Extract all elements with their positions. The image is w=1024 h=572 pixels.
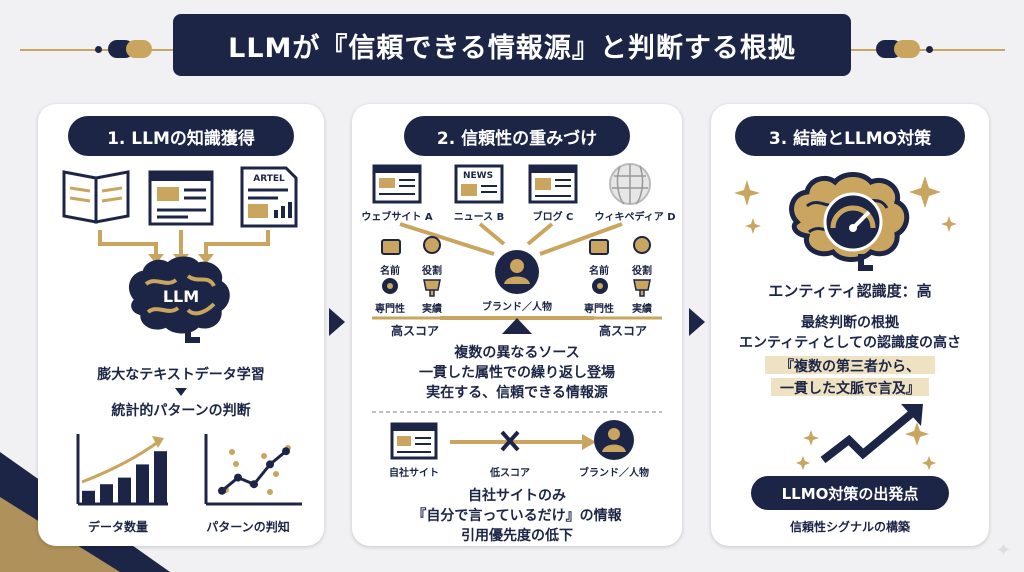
bar bbox=[118, 477, 131, 504]
attribute-icons-left bbox=[381, 236, 441, 297]
bar-chart-icon bbox=[76, 434, 168, 506]
panel3-graphics bbox=[734, 172, 957, 470]
brand-person-icon bbox=[495, 250, 539, 294]
scatter-point bbox=[282, 447, 290, 456]
scatter-point bbox=[218, 486, 226, 495]
source-c-label: ブログ C bbox=[532, 212, 574, 223]
attr-right-name: 名前 bbox=[589, 266, 609, 277]
webpage-icon bbox=[148, 170, 214, 226]
panel3-line3: 『複数の第三者から、 bbox=[780, 359, 920, 375]
trend-line bbox=[81, 440, 159, 484]
score-left: 高スコア bbox=[390, 324, 439, 338]
chevron-right-icon bbox=[329, 308, 345, 336]
title-line-right bbox=[845, 49, 1005, 51]
panel1-graphics bbox=[62, 166, 302, 506]
book-icon bbox=[62, 170, 130, 224]
panel2-line1: 複数の異なるソース bbox=[454, 345, 580, 361]
down-triangle bbox=[175, 388, 187, 396]
scatter-dot bbox=[229, 449, 235, 455]
attr-right-role: 役割 bbox=[632, 266, 652, 277]
brain-icon bbox=[128, 256, 230, 343]
attr-left-expertise: 専門性 bbox=[375, 304, 405, 315]
source-a-label: ウェブサイト A bbox=[361, 212, 433, 223]
news-label: NEWS bbox=[463, 171, 494, 181]
scatter-chart-icon bbox=[204, 434, 302, 506]
bar bbox=[100, 484, 113, 504]
chart1-label: データ数量 bbox=[87, 520, 148, 534]
website-icon bbox=[372, 164, 422, 204]
panel3-footer: 信頼性シグナルの構築 bbox=[789, 520, 910, 534]
scatter-point bbox=[250, 480, 258, 489]
blog-icon bbox=[528, 164, 578, 204]
panel-knowledge: 1. LLMの知識獲得 bbox=[38, 104, 324, 546]
balance-scale-icon bbox=[372, 316, 662, 334]
page-title: LLMが『信頼できる情報源』と判断する根拠 bbox=[173, 14, 851, 76]
entity-recognition: エンティティ認識度：高 bbox=[768, 282, 932, 300]
attr-left-name: 名前 bbox=[380, 266, 400, 277]
source-b-label: ニュース B bbox=[453, 212, 505, 223]
own-site-icon bbox=[390, 422, 438, 460]
panel2-bottom2: 『自分で言っているだけ』の情報 bbox=[412, 508, 622, 524]
article-icon bbox=[240, 166, 298, 228]
panel-weighting: 2. 信頼性の重みづけ bbox=[352, 104, 682, 546]
arrows-to-brand bbox=[399, 222, 623, 256]
panel2-bottom1: 自社サイトのみ bbox=[468, 488, 566, 504]
panel-conclusion: 3. 結論とLLMO対策 bbox=[711, 104, 989, 546]
panel2-heading: 2. 信頼性の重みづけ bbox=[404, 116, 630, 156]
panel1-heading: 1. LLMの知識獲得 bbox=[68, 116, 294, 156]
brain-label: LLM bbox=[162, 287, 200, 306]
attr-right-expertise: 専門性 bbox=[584, 304, 614, 315]
bar bbox=[136, 464, 149, 504]
panel2-bottom3: 引用優先度の低下 bbox=[461, 528, 573, 544]
scatter-dot bbox=[273, 471, 279, 477]
scatter-point bbox=[234, 473, 242, 482]
scatter-dot bbox=[267, 489, 273, 495]
low-score-arrow bbox=[450, 430, 596, 452]
brand-person-icon-2 bbox=[594, 420, 634, 460]
attribute-icons-right bbox=[589, 236, 651, 297]
panel3-line2: エンティティとしての認識度の高さ bbox=[739, 335, 961, 351]
arrows-to-llm bbox=[98, 230, 270, 256]
sparkle-decoration-icon: ✦ bbox=[996, 540, 1012, 561]
bar bbox=[154, 451, 167, 504]
panel2-line3: 実在する、信頼できる情報源 bbox=[426, 385, 608, 401]
wikipedia-globe-icon bbox=[609, 163, 651, 205]
panel3-line4: 一貫した文脈で言及』 bbox=[780, 381, 920, 397]
score-right: 高スコア bbox=[598, 324, 647, 338]
article-label: ARTEL bbox=[253, 174, 285, 184]
chevron-right-icon-2 bbox=[689, 308, 705, 336]
panel2-graphics bbox=[372, 163, 662, 460]
brand2-label: ブランド／人物 bbox=[579, 468, 649, 479]
sparkle-icons bbox=[734, 176, 957, 470]
highlight-2 bbox=[771, 378, 929, 396]
chart2-label: パターンの判知 bbox=[206, 520, 290, 534]
low-score-label: 低スコア bbox=[490, 468, 530, 479]
growth-arrow-icon bbox=[820, 404, 923, 464]
bar bbox=[82, 490, 95, 504]
llmo-cta: LLMO対策の出発点 bbox=[751, 476, 949, 510]
scatter-point bbox=[266, 460, 274, 469]
own-site-label: 自社サイト bbox=[389, 468, 439, 479]
brain-gauge-icon bbox=[789, 172, 910, 271]
trend-arrowhead bbox=[152, 436, 164, 448]
panel1-line2: 統計的パターンの判断 bbox=[111, 403, 251, 419]
panel3-heading: 3. 結論とLLMO対策 bbox=[735, 116, 965, 156]
panel2-line2: 一貫した属性での繰り返し登場 bbox=[419, 365, 615, 381]
attr-left-role: 役割 bbox=[422, 266, 442, 277]
panel1-line1: 膨大なテキストデータ学習 bbox=[97, 367, 265, 383]
source-d-label: ウィキペディア D bbox=[594, 212, 676, 223]
panel3-line1: 最終判断の根拠 bbox=[801, 315, 899, 331]
attr-right-results: 実績 bbox=[632, 304, 652, 315]
highlight-1 bbox=[765, 356, 935, 374]
attr-left-results: 実績 bbox=[422, 304, 442, 315]
brand-label: ブランド／人物 bbox=[482, 302, 552, 313]
news-icon bbox=[454, 164, 504, 204]
scatter-dot bbox=[261, 453, 267, 459]
scatter-dot bbox=[233, 461, 239, 467]
title-deco-right bbox=[876, 40, 933, 58]
title-deco-left bbox=[95, 40, 152, 58]
